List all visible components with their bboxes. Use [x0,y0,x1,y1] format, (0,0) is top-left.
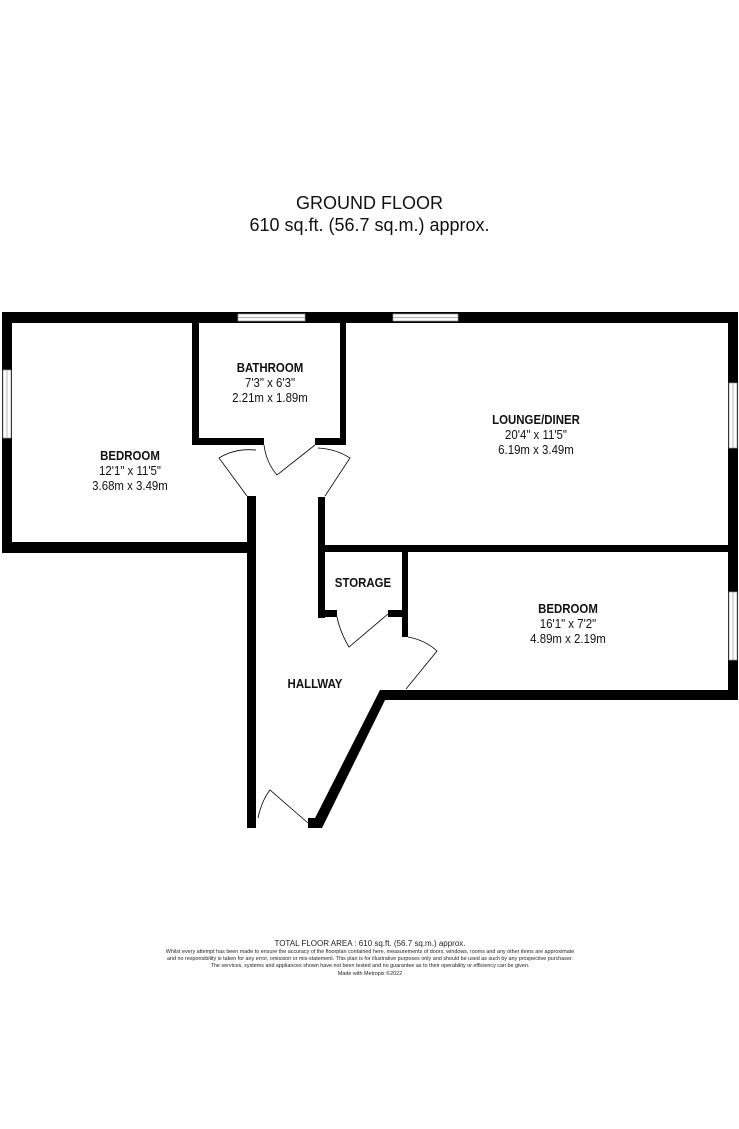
bedroom-1-door [218,449,257,497]
room-name: BEDROOM [538,601,598,616]
footer-disclaimer: Whilst every attempt has been made to en… [165,949,575,970]
room-dimensions-metric: 3.68m x 3.49m [92,478,168,493]
room-dimensions-imperial: 20'4" x 11'5" [505,427,567,442]
footer: TOTAL FLOOR AREA : 610 sq.ft. (56.7 sq.m… [150,938,590,978]
footer-credit: Made with Metropix ©2022 [337,970,403,977]
lounge-door [317,447,351,497]
room-name: STORAGE [334,575,392,590]
room-dimensions-metric: 4.89m x 2.19m [530,631,606,646]
room-dimensions-imperial: 7'3" x 6'3" [244,375,296,390]
room-dimensions-imperial: 12'1" x 11'5" [99,463,161,478]
bedroom-2-door [405,636,438,690]
room-label-bedroom-1: BEDROOM 12'1" x 11'5" 3.68m x 3.49m [68,448,191,493]
room-name: BATHROOM [236,360,304,375]
room-label-hallway: HALLWAY [275,676,354,691]
room-name: BEDROOM [100,448,160,463]
footer-total-area: TOTAL FLOOR AREA : 610 sq.ft. (56.7 sq.m… [274,939,466,948]
windows [2,313,738,661]
room-dimensions-metric: 2.21m x 1.89m [232,390,308,405]
walls [2,312,738,828]
storage-door [336,613,389,648]
room-label-lounge-diner: LOUNGE/DINER 20'4" x 11'5" 6.19m x 3.49m [474,412,597,457]
bathroom-door [263,444,316,476]
room-name: HALLWAY [287,676,343,691]
entrance-door [257,789,309,824]
floor-title: GROUND FLOOR [295,193,443,213]
room-dimensions-imperial: 16'1" x 7'2" [539,616,597,631]
floor-area: 610 sq.ft. (56.7 sq.m.) approx. [249,215,490,235]
room-dimensions-metric: 6.19m x 3.49m [498,442,574,457]
room-label-bathroom: BATHROOM 7'3" x 6'3" 2.21m x 1.89m [208,360,331,405]
doors [218,444,438,824]
room-label-bedroom-2: BEDROOM 16'1" x 7'2" 4.89m x 2.19m [506,601,629,646]
room-name: LOUNGE/DINER [492,412,580,427]
room-label-storage: STORAGE [323,575,402,590]
